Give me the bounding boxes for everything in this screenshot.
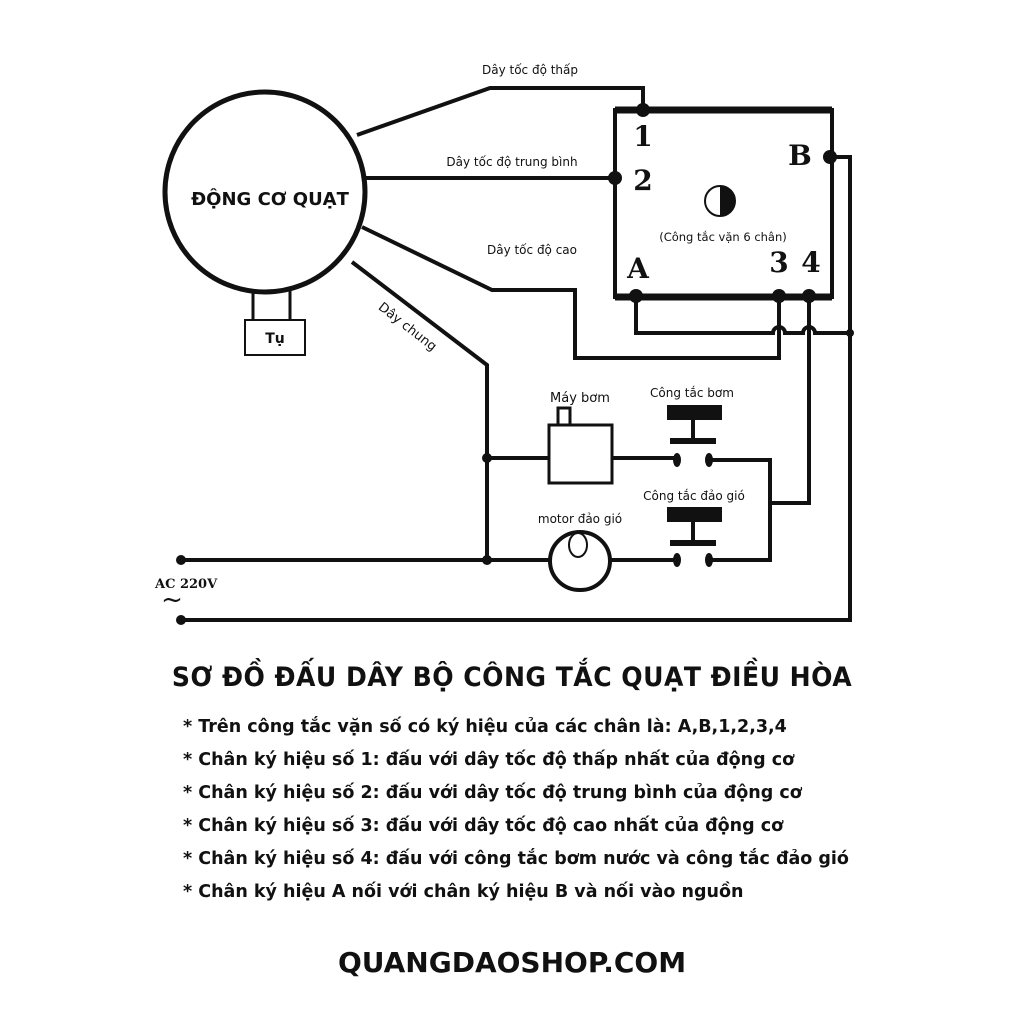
fan-motor-label: ĐỘNG CƠ QUẠT [191,188,350,210]
pin-3-label: 3 [769,246,788,279]
pump-icon [547,406,614,485]
wire-common [350,260,489,560]
swing-switch-label: Công tắc đảo gió [643,489,745,503]
note-item: * Chân ký hiệu A nối với chân ký hiệu B … [183,882,744,902]
swing-motor-label: motor đảo gió [538,512,622,526]
capacitor-label: Tụ [265,331,285,347]
fan-motor [162,89,368,295]
wire-pin-b [181,155,852,622]
pin-4-label: 4 [801,246,820,279]
footer-site: QUANGDAOSHOP.COM [337,946,687,979]
swing-motor-icon [548,530,612,592]
power-label: AC 220V [154,577,218,592]
page-title: SƠ ĐỒ ĐẤU DÂY BỘ CÔNG TẮC QUẠT ĐIỀU HÒA [171,662,853,693]
half-circle-knob-icon [704,185,736,217]
wire-medium-label: Dây tốc độ trung bình [446,155,577,169]
wire-high-label: Dây tốc độ cao [487,243,577,257]
wire-pin-a [634,297,850,335]
note-item: * Chân ký hiệu số 2: đấu với dây tốc độ … [183,783,802,803]
ac-symbol-icon: ~ [161,585,183,615]
wire-low-label: Dây tốc độ thấp [482,63,578,77]
wire-high-speed [361,225,781,360]
pump-label: Máy bơm [550,391,610,406]
pump-switch-label: Công tắc bơm [650,386,734,400]
capacitor [244,319,306,356]
pin-a-label: A [626,252,650,285]
notes-list: * Trên công tắc vặn số có ký hiệu của cá… [183,714,849,912]
pump-switch-icon [667,405,722,467]
note-item: * Chân ký hiệu số 3: đấu với dây tốc độ … [183,816,784,836]
wire-pin-4 [770,297,811,505]
note-item: * Chân ký hiệu số 4: đấu với công tắc bơ… [183,849,849,869]
wiring-diagram: ĐỘNG CƠ QUẠT Tụ (Công tắc vặn 6 chân) 1 … [154,63,854,625]
swing-switch-icon [667,507,722,567]
junction-dots [176,103,854,625]
pin-1-label: 1 [633,120,652,153]
note-item: * Trên công tắc vặn số có ký hiệu của cá… [183,717,787,737]
pin-b-label: B [788,139,812,172]
wire-common-label: Dây chung [375,300,439,355]
note-item: * Chân ký hiệu số 1: đấu với dây tốc độ … [183,750,795,770]
pin-2-label: 2 [633,164,652,197]
rotary-switch-label: (Công tắc vặn 6 chân) [659,230,787,244]
wire-low-speed [356,86,645,137]
